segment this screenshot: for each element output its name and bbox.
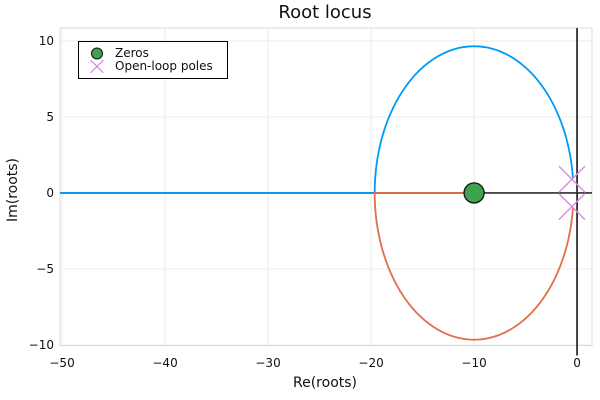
y-tick-label: 0 [46, 185, 54, 200]
legend-item-zeros: Zeros [79, 47, 227, 60]
legend-item-poles: Open-loop poles [79, 60, 227, 73]
x-tick-label: 0 [573, 356, 581, 370]
x-tick-label: −20 [358, 356, 384, 370]
legend: Zeros Open-loop poles [78, 41, 228, 79]
x-axis-label: Re(roots) [293, 375, 357, 391]
legend-label-poles: Open-loop poles [115, 59, 213, 73]
x-tick-label: −40 [152, 356, 178, 370]
locus-branch-upper [60, 45, 574, 194]
x-tick-label: −50 [49, 356, 75, 370]
pole-marker-icon [558, 165, 586, 193]
poles-marker-icon [79, 60, 115, 73]
y-tick-label: −5 [36, 262, 54, 276]
y-tick-label: −10 [28, 338, 54, 353]
legend-label-zeros: Zeros [115, 46, 149, 60]
x-tick-label: −10 [461, 356, 487, 370]
y-tick-label: 10 [38, 33, 54, 48]
zero-marker-icon [463, 182, 485, 204]
zeros-marker-icon [79, 47, 115, 60]
plot-frame [59, 27, 593, 346]
pole-marker-icon [558, 193, 586, 221]
chart-title: Root locus [278, 2, 372, 23]
y-tick-label: 5 [46, 109, 54, 124]
locus-branch-lower [373, 192, 574, 341]
x-tick-label: −30 [255, 356, 281, 370]
